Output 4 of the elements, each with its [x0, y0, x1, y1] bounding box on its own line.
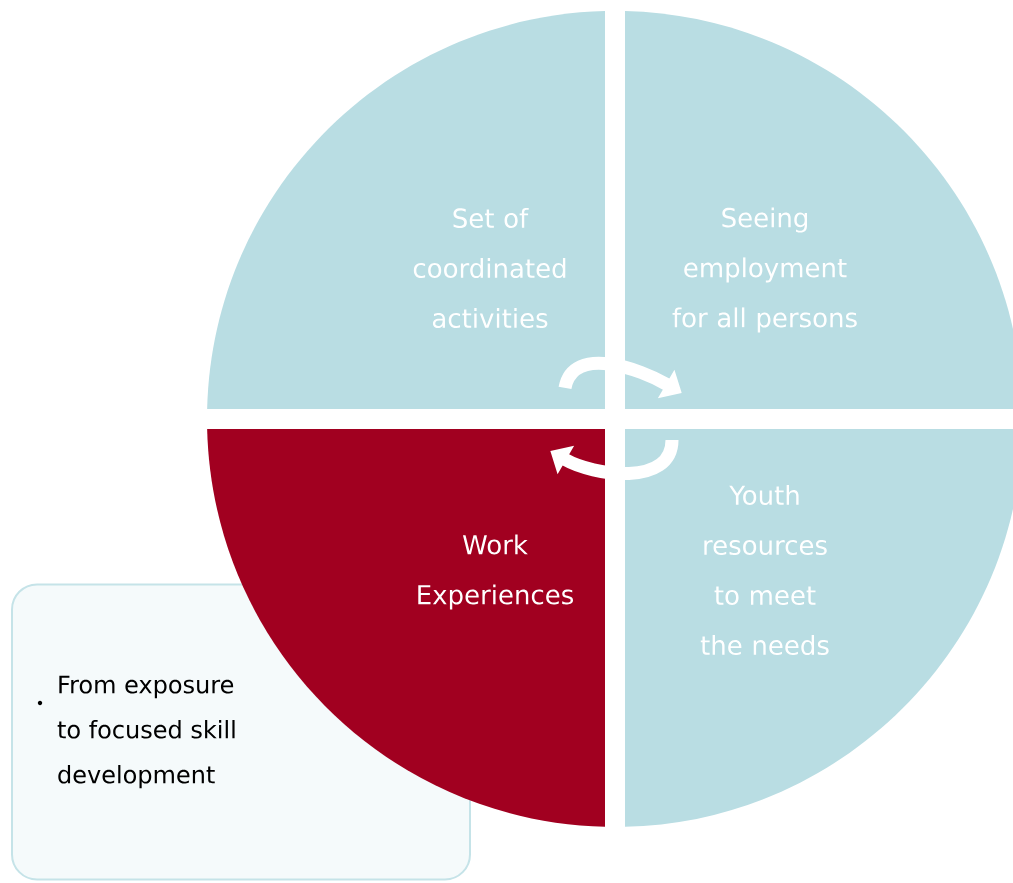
- quadrant: Youth resources to meet the needs: [625, 429, 1013, 827]
- quadrant: Seeing employment for all persons: [625, 11, 1013, 409]
- quadrant: Set of coordinated activities: [207, 11, 605, 409]
- curved-arrow: [550, 439, 679, 480]
